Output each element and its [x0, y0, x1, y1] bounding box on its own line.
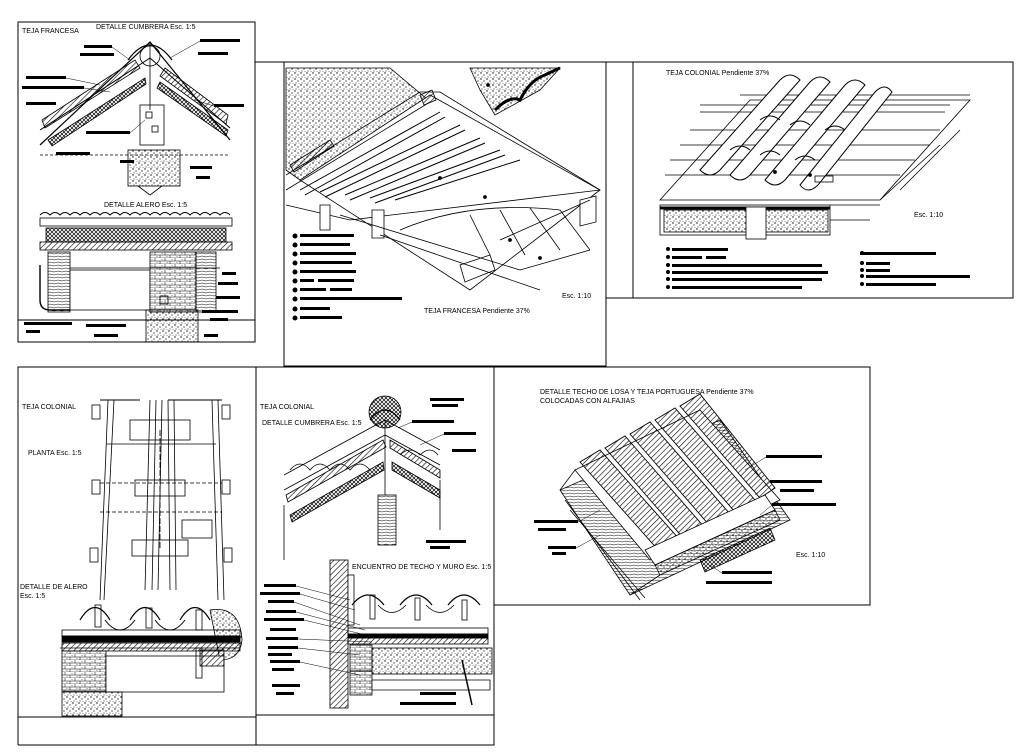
panel-frames	[17, 21, 1014, 746]
panel-5-wall-labels	[260, 584, 456, 705]
panel-1-leader-lines	[65, 40, 215, 134]
panel-4-eave-detail	[60, 604, 243, 717]
panel-6-title-line-2: COLOCADAS CON ALFAJIAS	[540, 398, 635, 405]
panel-3-caption: TEJA COLONIAL Pendiente 37%	[666, 70, 770, 77]
panel-5-leader-lines	[293, 421, 445, 676]
panel-3-isometric	[659, 74, 971, 240]
panel-1-leader-labels	[22, 39, 244, 179]
panel-5-title: TEJA COLONIAL	[260, 404, 315, 411]
panel-6-labels	[534, 455, 836, 584]
panel-2-isometric	[285, 66, 601, 291]
panel-6-leader-lines	[575, 456, 773, 574]
panel-4-eave-caption: DETALLE DE ALERO	[20, 584, 88, 591]
panel-1-ridge-detail	[39, 41, 231, 196]
panel-5-wall-caption: ENCUENTRO DE TECHO Y MURO Esc. 1:5	[352, 564, 492, 571]
panel-2-scale: Esc. 1:10	[562, 293, 592, 300]
panel-5-ridge	[283, 395, 441, 560]
panel-3-scale: Esc. 1:10	[914, 212, 944, 219]
panel-5-wall-meeting	[329, 559, 493, 709]
panel-1-eave-labels	[24, 272, 240, 337]
panel-6-isometric	[559, 393, 791, 601]
panel-2-legend	[292, 233, 402, 321]
panel-4-title: TEJA COLONIAL	[22, 404, 77, 411]
panel-6-title-line-1: DETALLE TECHO DE LOSA Y TEJA PORTUGUESA …	[540, 389, 754, 396]
panel-5-ridge-labels	[412, 398, 476, 549]
panel-1-title: TEJA FRANCESA	[22, 28, 79, 35]
panel-1-eave-caption: DETALLE ALERO Esc. 1:5	[104, 202, 188, 209]
panel-3-legend	[666, 247, 970, 289]
panel-4-eave-scale: Esc. 1:5	[20, 593, 46, 600]
panel-5-ridge-caption: DETALLE CUMBRERA Esc. 1:5	[262, 420, 362, 427]
panel-2-caption: TEJA FRANCESA Pendiente 37%	[424, 308, 530, 315]
panel-1-eave-detail	[39, 212, 233, 343]
panel-1-ridge-caption: DETALLE CUMBRERA Esc. 1:5	[96, 24, 196, 31]
panel-4-plan	[89, 399, 233, 601]
panel-4-plan-caption: PLANTA Esc. 1:5	[28, 450, 82, 457]
panel-6-scale: Esc. 1:10	[796, 552, 826, 559]
